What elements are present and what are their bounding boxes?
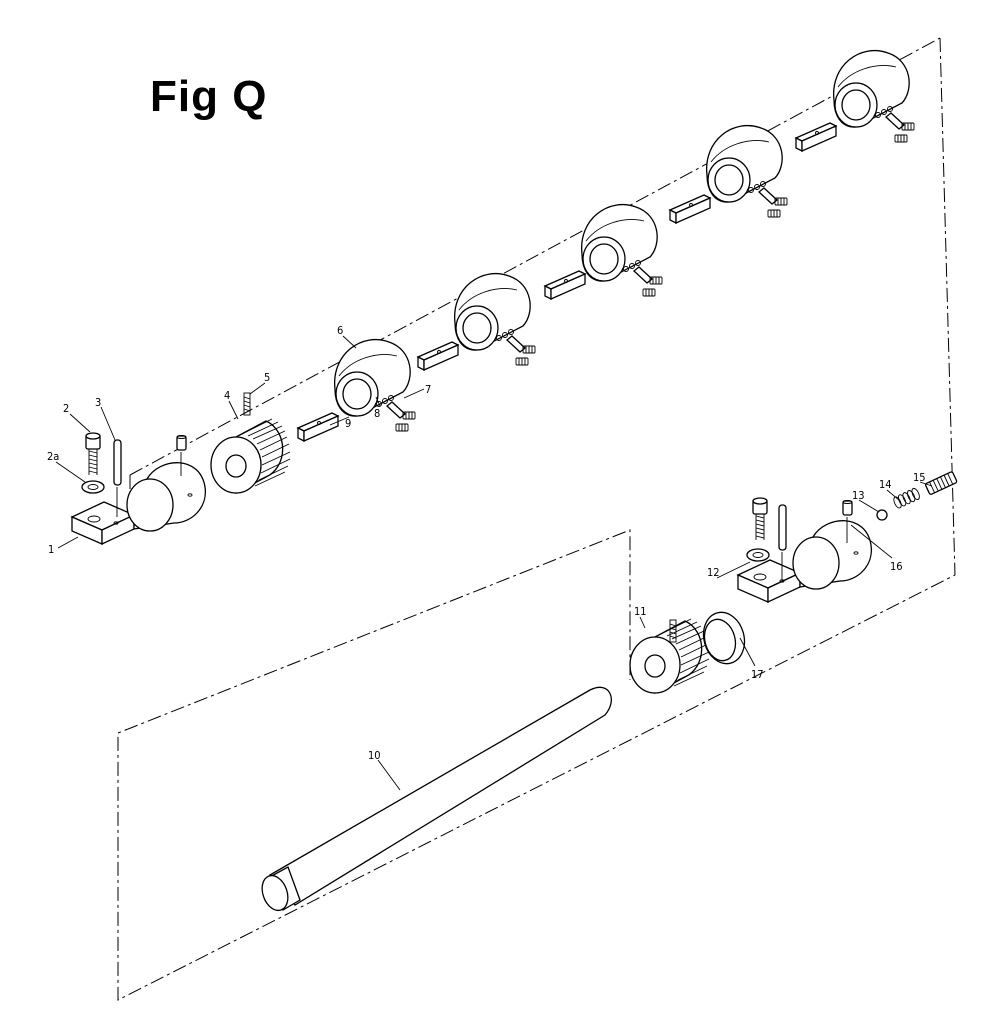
callout-3: 3: [95, 396, 101, 409]
ball: [876, 509, 888, 521]
set-screw-left: [176, 435, 187, 476]
callout-17: 17: [751, 668, 764, 681]
callout-15: 15: [913, 471, 926, 484]
leader-lines: [55, 335, 933, 791]
shaft: [261, 686, 612, 912]
callout-6: 6: [337, 324, 343, 337]
callout-2a: 2a: [47, 450, 59, 463]
figure-title: Fig Q: [150, 72, 268, 121]
knurled-nut-upper: [210, 418, 291, 494]
key-block-4: [669, 194, 711, 224]
dome-holder-3: [580, 203, 663, 297]
key-block-1: [297, 412, 339, 442]
plunger-screw: [925, 471, 958, 495]
dowel-pin-left: [113, 439, 122, 517]
washer-right: [746, 548, 770, 562]
callout-9: 9: [345, 417, 351, 430]
callout-7: 7: [425, 383, 431, 396]
callout-10: 10: [368, 749, 381, 762]
collar-ring: [702, 611, 746, 665]
callout-2: 2: [63, 402, 69, 415]
set-screw-right: [842, 500, 853, 543]
callout-4: 4: [224, 389, 230, 402]
set-screw-knurl-upper: [243, 392, 251, 416]
spring: [893, 487, 920, 509]
callout-16: 16: [890, 560, 903, 573]
callout-1: 1: [48, 543, 54, 556]
callout-11: 11: [634, 605, 647, 618]
dome-holder-5: [832, 49, 915, 143]
key-block-2: [417, 341, 459, 371]
cap-screw-right: [752, 497, 768, 541]
knurled-nut-lower: [629, 618, 710, 694]
key-block-3: [544, 270, 586, 300]
callout-14: 14: [879, 478, 892, 491]
center-line: [117, 37, 956, 1001]
cap-screw-left: [85, 432, 101, 476]
dowel-pin-right: [778, 504, 787, 582]
washer-left: [81, 480, 105, 494]
dome-holder-2: [453, 272, 536, 366]
center-line-upper: [129, 37, 941, 476]
callout-8: 8: [374, 407, 380, 420]
bracket-left: [71, 462, 207, 545]
callout-5: 5: [264, 371, 270, 384]
key-block-5: [795, 122, 837, 152]
dome-holder-4: [705, 124, 788, 218]
callout-13: 13: [852, 489, 865, 502]
callout-12: 12: [707, 566, 720, 579]
set-screw-knurl-lower: [669, 619, 677, 643]
